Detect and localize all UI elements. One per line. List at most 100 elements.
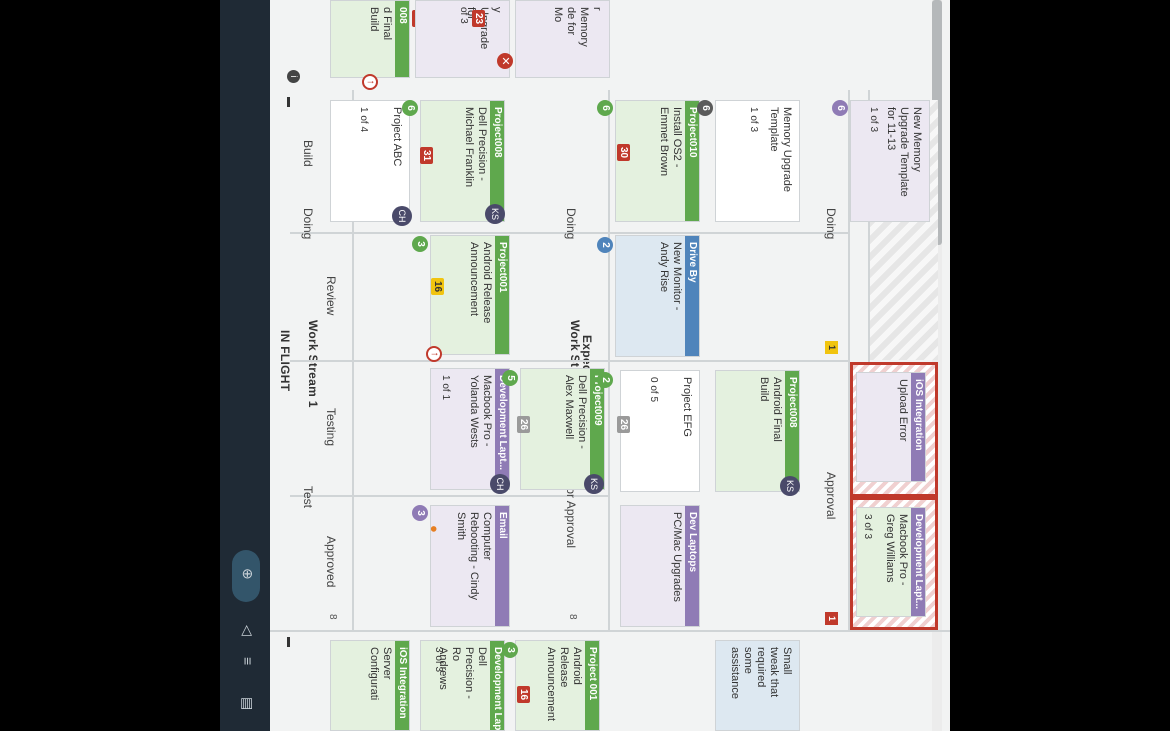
divider-bottom	[270, 630, 950, 632]
card-title: Memory Upgrade Template	[768, 107, 793, 192]
card-top-upgrade[interactable]: y Upgrade for of 3	[415, 0, 510, 78]
card-title: Upload Error	[897, 379, 909, 442]
exp-col-approval: Approval	[824, 472, 838, 520]
card-dev-laptop-greg[interactable]: Development Lapt... Macbook Pro - Greg W…	[856, 507, 926, 617]
card-count-badge: 6	[697, 100, 713, 116]
card-header: Development Lap	[490, 641, 504, 730]
col-doing: Doing	[301, 208, 315, 240]
card-title: Computer Rebooting - Cindy Smith	[455, 512, 493, 601]
card-header: Project010	[685, 101, 699, 221]
card-progress-text: of 3	[458, 7, 469, 24]
card-top-memory[interactable]: r Memory de for Mo	[515, 0, 610, 78]
card-progress-text: 1 of 4	[358, 107, 369, 133]
card-header: Project008	[490, 101, 504, 221]
card-drive-by[interactable]: Drive By New Monitor - Andy Rise	[615, 235, 700, 357]
collapse-lane-button[interactable]: ▬	[284, 637, 295, 647]
col-approved: Approved	[324, 536, 338, 588]
card-title: Android Release Announcement	[468, 242, 493, 324]
move-arrow-icon[interactable]: ↑	[426, 346, 442, 362]
card-project-abc[interactable]: Project ABC 1 of 4	[330, 100, 410, 222]
exp-col-doing: Doing	[824, 208, 838, 240]
card-email[interactable]: Email Computer Rebooting - Cindy Smith	[430, 505, 510, 627]
days-badge: 26	[617, 416, 630, 434]
card-title: r Memory de for Mo	[552, 7, 603, 47]
avatar: CH	[490, 474, 510, 494]
card-title: Android Final Build	[758, 377, 783, 442]
card-header: 008	[395, 1, 409, 77]
card-bottom-dev[interactable]: Development Lap Dell Precision - Ro Andr…	[420, 640, 505, 731]
card-title: Project EFG	[681, 377, 693, 437]
col-test: Test	[301, 486, 315, 509]
send-icon[interactable]: ◁	[240, 625, 256, 636]
card-progress-text: 1 of 3	[868, 107, 879, 133]
divider-col-3	[290, 495, 610, 497]
avatar: CH	[392, 206, 412, 226]
app-sidebar: ⊕ ◁ ≡ ▤	[220, 0, 270, 731]
card-count-badge: 3	[502, 642, 518, 658]
card-progress-text: 3 of 3	[433, 647, 444, 673]
card-header: Project 001	[585, 641, 599, 730]
card-header: Project008	[785, 371, 799, 491]
card-project-efg[interactable]: Project EFG 0 of 5	[620, 370, 700, 492]
col-testing: Testing	[324, 408, 338, 447]
card-header: Drive By	[685, 236, 699, 356]
card-new-memory[interactable]: New Memory Upgrade Template for 11-13 1 …	[850, 100, 930, 222]
lane-work-stream-1: Work Stream 1	[306, 320, 320, 408]
card-count-badge: 5	[502, 370, 518, 386]
card-top-final-build[interactable]: 008 d Final Build	[330, 0, 410, 78]
card-title: Small tweak that required some assistanc…	[729, 647, 793, 699]
move-arrow-icon[interactable]: ↑	[362, 74, 378, 90]
card-title: PC/Mac Upgrades	[671, 512, 683, 602]
card-title: Project ABC	[391, 107, 403, 167]
card-progress-text: 0 of 5	[648, 377, 659, 403]
card-header: Development Lapt...	[495, 369, 509, 489]
card-dev-laptops[interactable]: Dev Laptops PC/Mac Upgrades	[620, 505, 700, 627]
team-icon: ●	[427, 525, 442, 533]
card-count-badge: 6	[597, 100, 613, 116]
days-badge: 31	[420, 147, 433, 165]
card-count-badge: 6	[832, 100, 848, 116]
card-count-badge: 3	[412, 505, 428, 521]
days-badge: 16	[431, 278, 444, 296]
card-bottom-tweak[interactable]: Small tweak that required some assistanc…	[715, 640, 800, 731]
expedite-count: 1	[825, 341, 838, 354]
avatar: KS	[584, 474, 604, 494]
card-memory-upgrade-template[interactable]: Memory Upgrade Template 1 of 3	[715, 100, 800, 222]
card-title: Macbook Pro - Greg Williams	[884, 514, 909, 586]
days-badge: 23	[472, 10, 485, 28]
card-project009-dell[interactable]: Project009 Dell Precision - Alex Maxwell	[520, 368, 605, 490]
collapse-in-flight-button[interactable]: ▬	[284, 97, 295, 107]
blocked-icon: ✕	[497, 53, 513, 69]
card-count-badge: 2	[597, 372, 613, 388]
card-progress-text: 3 of 3	[862, 514, 873, 540]
avatar: KS	[780, 476, 800, 496]
card-title: New Monitor - Andy Rise	[658, 242, 683, 311]
report-icon[interactable]: ▤	[240, 697, 256, 711]
divider-col-2	[290, 360, 850, 362]
card-count-badge: 3	[412, 236, 428, 252]
col-review: Review	[324, 276, 338, 316]
ws1-wip: 8	[327, 614, 338, 620]
filter-icon[interactable]: ≡	[240, 657, 256, 666]
days-badge: 30	[617, 144, 630, 162]
card-header: Project001	[495, 236, 509, 354]
card-title: d Final Build	[368, 7, 393, 41]
card-title: Dell Precision - Michael Franklin	[463, 107, 488, 188]
card-header: Development Lapt...	[911, 508, 925, 616]
add-card-icon: ⊕	[240, 568, 256, 580]
card-count-badge: 6	[402, 100, 418, 116]
card-dev-laptop-yolanda[interactable]: Development Lapt... Macbook Pro - Yoland…	[430, 368, 510, 490]
card-title: Android Release Announcement	[545, 647, 583, 721]
card-bottom-ios[interactable]: iOS Integration Server Configurati	[330, 640, 410, 731]
card-progress-text: 1 of 1	[440, 375, 451, 401]
expedite-red-count: 1	[825, 612, 838, 625]
days-badge: 16	[517, 686, 530, 704]
info-icon[interactable]: i	[287, 70, 300, 83]
card-header: Dev Laptops	[685, 506, 699, 626]
card-project008-android[interactable]: Project008 Android Final Build	[715, 370, 800, 492]
card-count-badge: 2	[597, 237, 613, 253]
card-header: iOS Integration	[911, 373, 925, 481]
card-ios-integration[interactable]: iOS Integration Upload Error	[856, 372, 926, 482]
card-progress-text: 1 of 3	[748, 107, 759, 133]
